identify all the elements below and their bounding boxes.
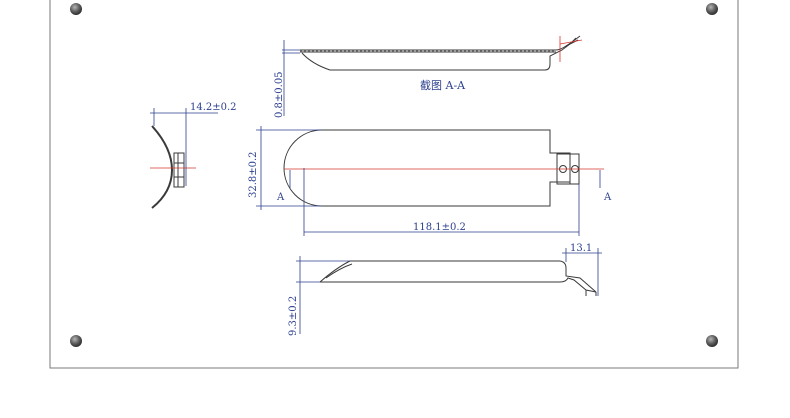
width-label: 32.8±0.2 bbox=[248, 151, 259, 198]
thickness-dimension bbox=[282, 40, 300, 116]
plan-view bbox=[283, 129, 580, 207]
section-marker-right: A bbox=[603, 192, 612, 203]
section-title: 截图 A-A bbox=[420, 78, 466, 92]
section-view-a-a bbox=[300, 35, 581, 71]
height-dimension bbox=[296, 256, 350, 334]
section-marker-left: A bbox=[276, 192, 285, 203]
section-arrows bbox=[289, 170, 601, 188]
screw-dot-icon bbox=[70, 3, 82, 15]
length-label: 118.1±0.2 bbox=[413, 222, 466, 233]
screw-dot-icon bbox=[706, 3, 718, 15]
length-dimension bbox=[303, 168, 580, 236]
end-width-dimension bbox=[150, 108, 218, 186]
height-label: 9.3±0.2 bbox=[288, 296, 299, 336]
side-view bbox=[319, 260, 597, 296]
screw-dot-icon bbox=[70, 335, 82, 347]
tab-length-label: 13.1 bbox=[570, 243, 592, 254]
tab-length-dimension bbox=[562, 248, 602, 296]
thickness-label: 0.8±0.05 bbox=[274, 71, 285, 118]
section-centerline bbox=[559, 39, 583, 45]
screw-dot-icon bbox=[706, 335, 718, 347]
width-dimension bbox=[256, 126, 322, 210]
end-width-label: 14.2±0.2 bbox=[190, 102, 237, 113]
drawing-frame bbox=[49, 0, 739, 369]
end-view bbox=[151, 125, 185, 209]
